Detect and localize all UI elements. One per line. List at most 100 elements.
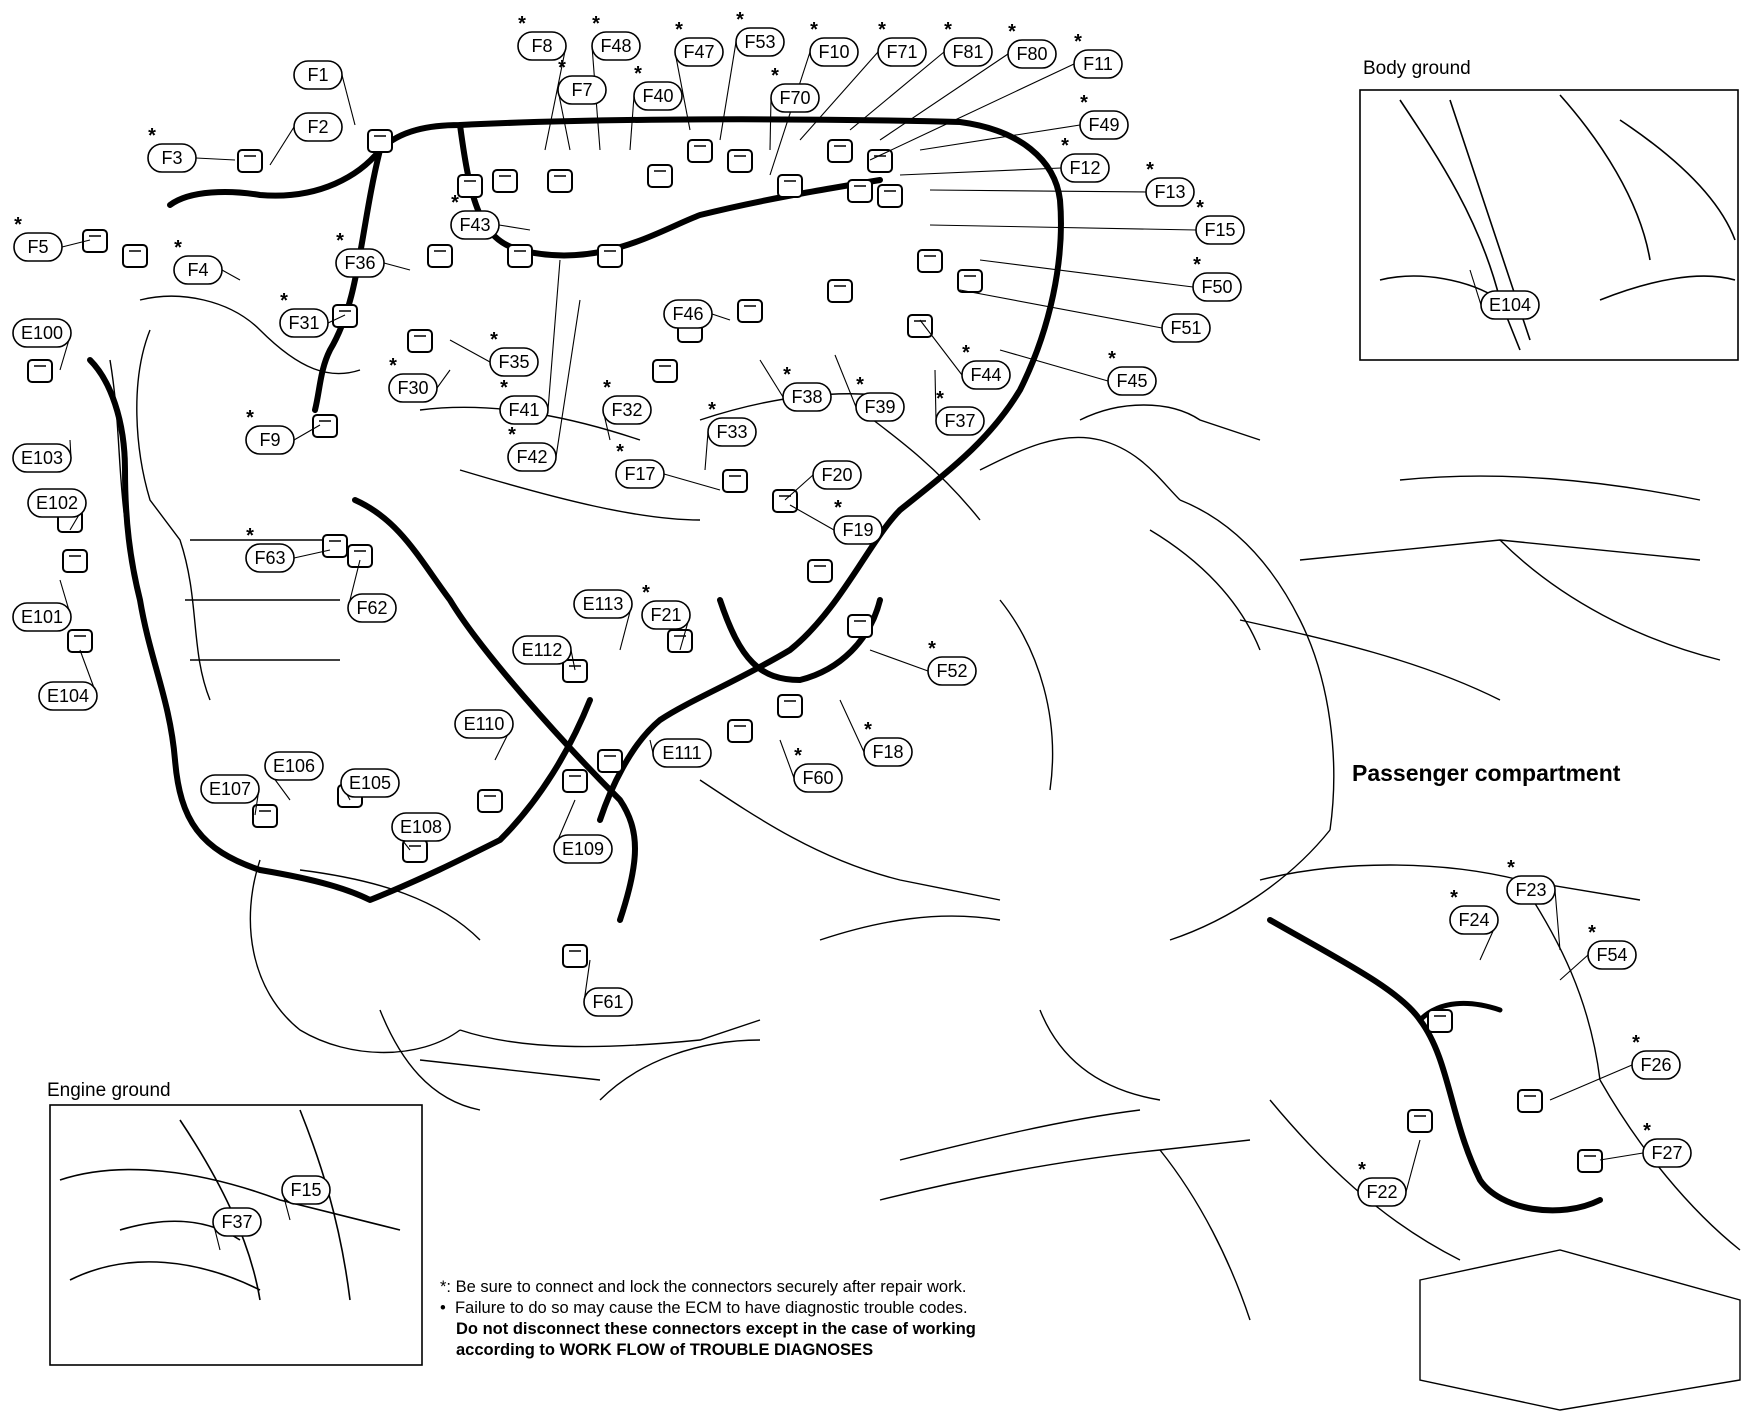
passenger-compartment-title: Passenger compartment [1352, 760, 1621, 786]
connector-plug [807, 559, 833, 583]
connector-tag-f26: F26* [1631, 1032, 1681, 1080]
connector-plug [652, 359, 678, 383]
connector-tag-f4: F4* [173, 237, 223, 285]
connector-tag-pill [512, 635, 572, 665]
connector-tag-e113: E113 [573, 589, 633, 619]
connector-tag-f38: F38* [782, 364, 832, 412]
connector-tag-pill [833, 515, 883, 545]
connector-tag-f43: F43* [450, 192, 500, 240]
connector-plug [407, 329, 433, 353]
connector-star-mark: * [794, 745, 802, 767]
connector-plug [492, 169, 518, 193]
connector-plug [562, 944, 588, 968]
connector-tag-pill [173, 255, 223, 285]
connector-tag-pill [1145, 177, 1195, 207]
connector-tag-pill [450, 210, 500, 240]
connector-tag-pill [517, 31, 567, 61]
connector-tag-e100: E100 [12, 318, 72, 348]
connector-tag-f8: F8* [517, 13, 567, 61]
connector-tag-pill [1506, 875, 1556, 905]
connector-star-mark: * [634, 63, 642, 85]
footnote-line-4: according to WORK FLOW of TROUBLE DIAGNO… [456, 1341, 874, 1359]
connector-tag-label: F41 [508, 400, 539, 420]
connector-star-mark: * [1358, 1159, 1366, 1181]
connector-tag-pill [1195, 215, 1245, 245]
outline-stroke-22 [879, 1139, 1251, 1201]
connector-tag-e105: E105 [340, 768, 400, 798]
connector-tag-label: F37 [944, 411, 975, 431]
leader-line [711, 313, 731, 321]
connector-tag-f47: F47* [674, 19, 724, 67]
connector-plug [1577, 1149, 1603, 1173]
connector-tag-label: F46 [672, 304, 703, 324]
connector-tag-pill [12, 602, 72, 632]
passenger-harness-branch [1417, 1000, 1503, 1023]
inset-stroke-6 [59, 1168, 401, 1231]
connector-plug [847, 179, 873, 203]
connector-tag-label: E104 [1489, 295, 1531, 315]
connector-star-mark: * [508, 424, 516, 446]
leader-line [799, 51, 879, 141]
connector-star-mark: * [1632, 1032, 1640, 1054]
connector-tag-f48: F48* [591, 13, 641, 61]
connector-star-mark: * [280, 290, 288, 312]
connector-tag-pill [489, 347, 539, 377]
inset-stroke-0 [1399, 99, 1521, 351]
connector-tag-pill [927, 656, 977, 686]
connector-tag-f21: F21* [641, 582, 691, 630]
leader-line [547, 259, 561, 411]
leader-line [436, 369, 451, 389]
connector-tag-f46: F46 [663, 299, 713, 329]
connector-tag-label: F15 [290, 1180, 321, 1200]
connector-star-mark: * [864, 719, 872, 741]
connector-tag-label: F54 [1596, 945, 1627, 965]
connector-plug [27, 359, 53, 383]
connector-tag-pill [602, 395, 652, 425]
leader-line [784, 474, 814, 501]
connector-tag-e101: E101 [12, 602, 72, 632]
connector-star-mark: * [736, 9, 744, 31]
leader-line [674, 51, 691, 131]
connector-tag-f36: F36* [335, 230, 385, 278]
harness-trunk-1 [457, 122, 883, 259]
connector-star-mark: * [675, 19, 683, 41]
outline-stroke-10 [1079, 404, 1261, 441]
connector-star-mark: * [148, 125, 156, 147]
outline-stroke-32 [419, 1059, 601, 1081]
connector-tag-pill [641, 600, 691, 630]
connector-tag-pill [735, 27, 785, 57]
connector-tag-f13: F13* [1145, 159, 1195, 207]
connector-tag-pill [573, 589, 633, 619]
leader-line [919, 124, 1081, 151]
outline-stroke-0 [139, 295, 361, 375]
connector-plug [122, 244, 148, 268]
connector-tag-pill [1007, 39, 1057, 69]
connector-plug [647, 164, 673, 188]
connector-tag-f37: F37* [935, 388, 985, 436]
leader-line [869, 649, 929, 672]
connector-star-mark: * [928, 638, 936, 660]
leader-line [779, 739, 795, 779]
connector-tag-label: F12 [1069, 158, 1100, 178]
connector-tag-label: F8 [531, 36, 552, 56]
footnote-line-1: *: Be sure to connect and lock the conne… [440, 1278, 967, 1296]
connector-tag-pill [877, 37, 927, 67]
connector-tag-e109: E109 [553, 834, 613, 864]
connector-plug [332, 304, 358, 328]
connector-tag-pill [264, 751, 324, 781]
connector-tag-pill [1449, 905, 1499, 935]
leader-line [839, 699, 865, 753]
leader-line [929, 189, 1147, 193]
connector-tag-f32: F32* [602, 377, 652, 425]
connector-plug [62, 549, 88, 573]
connector-tag-pill [1161, 313, 1211, 343]
connector-tag-f33: F33* [707, 399, 757, 447]
connector-tag-label: F18 [872, 742, 903, 762]
outline-stroke-4 [299, 869, 481, 941]
connector-tag-label: F38 [791, 387, 822, 407]
connector-tag-pill [27, 488, 87, 518]
outline-stroke-3 [249, 859, 461, 1054]
engine-outline-art [109, 295, 1741, 1411]
connector-tag-label: E109 [562, 839, 604, 859]
leader-line [999, 349, 1109, 382]
